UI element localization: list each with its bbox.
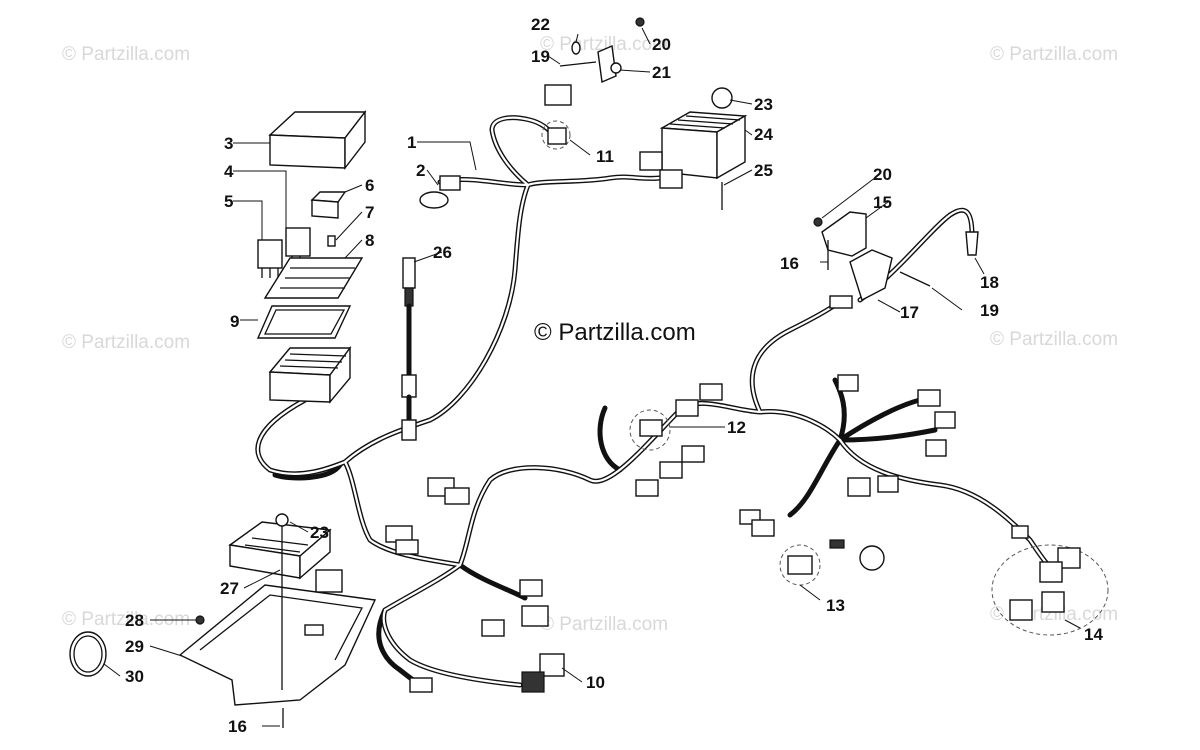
callout-3: 3 — [224, 134, 233, 153]
watermark-bottom-center: © Partzilla.com — [540, 614, 668, 635]
callout-16-right: 16 — [780, 254, 799, 273]
callout-11: 11 — [596, 147, 614, 166]
callout-4: 4 — [224, 162, 234, 181]
watermark-top-left: © Partzilla.com — [62, 44, 190, 65]
connector-10 — [521, 653, 565, 693]
relay-large-pair — [257, 227, 311, 278]
connector-group-12 — [629, 383, 723, 497]
callout-20-top: 20 — [652, 35, 671, 54]
watermark-mid-right: © Partzilla.com — [990, 329, 1118, 350]
callout-24: 24 — [754, 125, 773, 144]
callout-19-right: 19 — [980, 301, 999, 320]
callout-25: 25 — [754, 161, 773, 180]
part-17 — [829, 249, 893, 309]
bulb-18 — [965, 231, 979, 256]
callout-5: 5 — [224, 192, 233, 211]
connector-11 — [541, 120, 571, 150]
nut-20 — [635, 17, 645, 27]
callout-19-top: 19 — [531, 47, 550, 66]
callout-16-bottom: 16 — [228, 717, 247, 736]
fuse-box-cover — [268, 109, 367, 171]
callout-30: 30 — [125, 667, 144, 686]
connector-group-right — [837, 374, 956, 497]
nut-28 — [195, 615, 205, 625]
callout-8: 8 — [365, 231, 374, 250]
connector-2 — [439, 175, 461, 191]
sensor-probe — [401, 257, 417, 441]
callout-9: 9 — [230, 312, 239, 331]
callout-20-right: 20 — [873, 165, 892, 184]
relay-small — [310, 191, 347, 219]
callout-29: 29 — [125, 637, 144, 656]
clamp-21 — [597, 44, 617, 84]
fuse-panel — [263, 257, 364, 299]
watermark-top-right: © Partzilla.com — [990, 44, 1118, 65]
callout-1: 1 — [407, 133, 416, 152]
washer-22 — [571, 41, 581, 55]
connector-group-13 — [739, 509, 885, 586]
callout-7: 7 — [365, 203, 374, 222]
callout-12: 12 — [727, 418, 746, 437]
callout-13: 13 — [826, 596, 845, 615]
fuse-box-gasket — [256, 305, 352, 339]
callout-26: 26 — [433, 243, 452, 262]
voltage-regulator — [639, 111, 748, 189]
fuse-box-base — [268, 345, 352, 404]
callout-23-top: 23 — [754, 95, 773, 114]
watermark-bottom-left: © Partzilla.com — [62, 609, 190, 630]
bolt-19 — [559, 61, 597, 67]
callout-10: 10 — [586, 673, 605, 692]
callout-2: 2 — [416, 161, 425, 180]
connector-top — [544, 84, 572, 106]
callout-23-bottom: 23 — [310, 523, 329, 542]
nut-23-top — [711, 87, 733, 109]
callout-17: 17 — [900, 303, 919, 322]
leader-lines — [103, 27, 1081, 727]
bracket-15 — [813, 211, 867, 257]
callout-22: 22 — [531, 15, 550, 34]
callout-6: 6 — [365, 176, 374, 195]
callout-15: 15 — [873, 193, 892, 212]
fuse — [327, 235, 336, 247]
nut-23-bottom — [275, 513, 289, 527]
callout-27: 27 — [220, 579, 239, 598]
bolt-19-right — [899, 271, 931, 287]
grommet — [419, 191, 449, 209]
mounting-tray — [178, 584, 377, 706]
callout-21: 21 — [652, 63, 671, 82]
clamp-ring — [69, 631, 107, 677]
callout-14: 14 — [1084, 625, 1103, 644]
connector-group-14 — [991, 525, 1109, 636]
callout-18: 18 — [980, 273, 999, 292]
connector-group-center — [315, 477, 549, 693]
watermark-main: © Partzilla.com — [534, 319, 696, 346]
watermark-mid-left: © Partzilla.com — [62, 332, 190, 353]
callout-28: 28 — [125, 611, 144, 630]
